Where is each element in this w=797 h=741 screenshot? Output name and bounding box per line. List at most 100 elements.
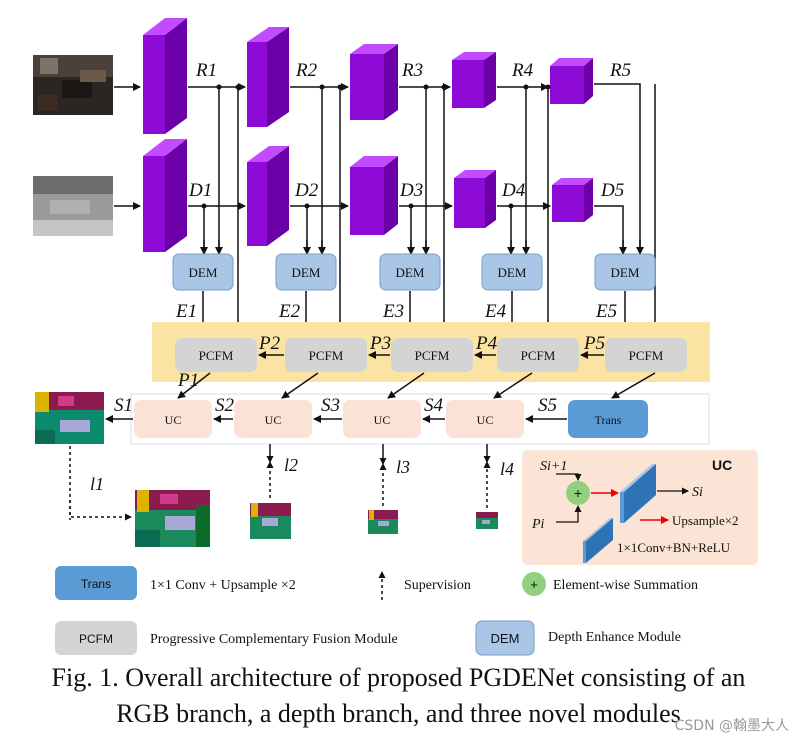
uc-box-3: UC: [374, 413, 391, 427]
legend-trans-box: [55, 566, 137, 600]
label-d4: D4: [501, 180, 526, 201]
legend-pcfm-desc: Progressive Complementary Fusion Module: [150, 632, 398, 647]
watermark: CSDN @翰墨大人: [674, 718, 789, 734]
rgb-encoder-stage-3: [350, 44, 398, 120]
label-s2: S2: [215, 395, 235, 416]
label-s4: S4: [424, 395, 444, 416]
uc-detail-input-bottom: Pi: [531, 517, 545, 532]
label-e3: E3: [382, 301, 404, 322]
pcfm-box-5: PCFM: [629, 348, 664, 363]
label-r1: R1: [195, 60, 217, 81]
rgb-encoder-stage-1: [143, 18, 187, 134]
legend-trans-desc: 1×1 Conv + Upsample ×2: [150, 578, 296, 593]
junction-dots: [201, 84, 551, 209]
label-r2: R2: [295, 60, 318, 81]
ground-truth-image: [135, 490, 210, 547]
label-d5: D5: [600, 180, 624, 201]
pcfm-box-3: PCFM: [415, 348, 450, 363]
feature-taps: [203, 84, 656, 337]
side-output-image-2: [250, 503, 291, 539]
depth-encoder-stage-3: [350, 156, 398, 235]
rgb-encoder-stage-5: [550, 58, 593, 104]
legend: Trans 1×1 Conv + Upsample ×2 Supervision…: [55, 566, 698, 656]
label-p4: P4: [475, 333, 498, 354]
label-r3: R3: [401, 60, 423, 81]
legend-sum-plus: +: [530, 577, 538, 592]
label-r4: R4: [511, 60, 534, 81]
pcfm-box-2: PCFM: [309, 348, 344, 363]
uc-row: UC UC UC UC Trans: [134, 400, 648, 438]
label-d2: D2: [294, 180, 319, 201]
depth-stage-labels: D1 D2 D3 D4 D5: [188, 180, 624, 201]
label-e5: E5: [595, 301, 617, 322]
upsampled-feature-slab: [620, 464, 656, 523]
supervision-arrows: [69, 446, 491, 521]
legend-dem-desc: Depth Enhance Module: [548, 630, 681, 645]
legend-sum-desc: Element-wise Summation: [553, 578, 698, 593]
label-l1: l1: [90, 474, 104, 494]
fusion-labels: P1 P2 P3 P4 P5: [177, 333, 605, 391]
uc-box-1: UC: [165, 413, 182, 427]
pcfm-to-uc-arrows: [177, 372, 656, 399]
dem-box-3: DEM: [396, 265, 425, 280]
sum-node-plus: +: [574, 485, 582, 501]
uc-detail-conv: 1×1Conv+BN+ReLU: [617, 540, 731, 555]
uc-detail-output: Si: [692, 485, 703, 500]
depth-encoder-stage-5: [552, 178, 593, 222]
caption-line-2: RGB branch, a depth branch, and three no…: [116, 699, 681, 728]
label-s3: S3: [321, 395, 340, 416]
uc-detail-panel: UC Si+1 Pi + Si Upsample×2 1×1Conv+BN+Re…: [522, 450, 758, 565]
legend-sum-icon: [522, 572, 546, 596]
label-e4: E4: [484, 301, 507, 322]
label-l2: l2: [284, 455, 298, 475]
side-output-image-3: [368, 510, 398, 534]
figure-caption: Fig. 1. Overall architecture of proposed…: [0, 660, 797, 732]
legend-supervision-desc: Supervision: [404, 578, 471, 593]
label-e1: E1: [175, 301, 197, 322]
label-d1: D1: [188, 180, 212, 201]
caption-line-1: Fig. 1. Overall architecture of proposed…: [51, 663, 746, 692]
pcfm-row: PCFM PCFM PCFM PCFM PCFM: [175, 338, 687, 372]
label-p1: P1: [177, 370, 199, 391]
legend-dem-box: [475, 620, 535, 656]
label-p5: P5: [583, 333, 605, 354]
depth-input-image: [33, 176, 113, 236]
dem-box-2: DEM: [292, 265, 321, 280]
label-r5: R5: [609, 60, 631, 81]
dem-box-1: DEM: [189, 265, 218, 280]
uc-box-4: UC: [477, 413, 494, 427]
legend-trans-label: Trans: [81, 577, 111, 591]
side-output-labels: S1 S2 S3 S4 S5: [114, 395, 557, 416]
final-prediction-image: [35, 392, 104, 444]
rgb-encoder-stage-4: [452, 52, 496, 108]
uc-detail-upsample: Upsample×2: [672, 513, 739, 528]
trans-box: Trans: [595, 413, 622, 427]
uc-detail-input-top: Si+1: [540, 459, 567, 474]
depth-flow-arrows: [188, 202, 624, 250]
label-l4: l4: [500, 459, 514, 479]
legend-pcfm-box: [55, 621, 137, 655]
label-e2: E2: [278, 301, 301, 322]
label-s1: S1: [114, 395, 133, 416]
supervision-arrows-down: [69, 444, 491, 520]
depth-encoder-stage-4: [454, 170, 496, 228]
depth-encoder-stage-1: [143, 139, 187, 252]
rgb-stage-labels: R1 R2 R3 R4 R5: [195, 60, 631, 81]
dem-box-4: DEM: [498, 265, 527, 280]
dem-box-5: DEM: [611, 265, 640, 280]
label-s5: S5: [538, 395, 557, 416]
rgb-input-image: [33, 55, 113, 115]
label-p3: P3: [369, 333, 391, 354]
side-output-image-4: [476, 512, 498, 529]
dem-row: DEM DEM DEM DEM DEM: [172, 253, 656, 291]
label-d3: D3: [399, 180, 423, 201]
rgb-encoder-stage-2: [247, 27, 289, 127]
legend-pcfm-label: PCFM: [79, 632, 113, 646]
depth-encoder-stage-2: [247, 146, 289, 246]
label-l3: l3: [396, 457, 410, 477]
sum-node: [566, 481, 590, 505]
label-p2: P2: [258, 333, 281, 354]
conv-feature-slab: [583, 518, 613, 563]
loss-labels: l1 l2 l3 l4: [90, 455, 514, 494]
legend-dem-label: DEM: [491, 631, 520, 646]
